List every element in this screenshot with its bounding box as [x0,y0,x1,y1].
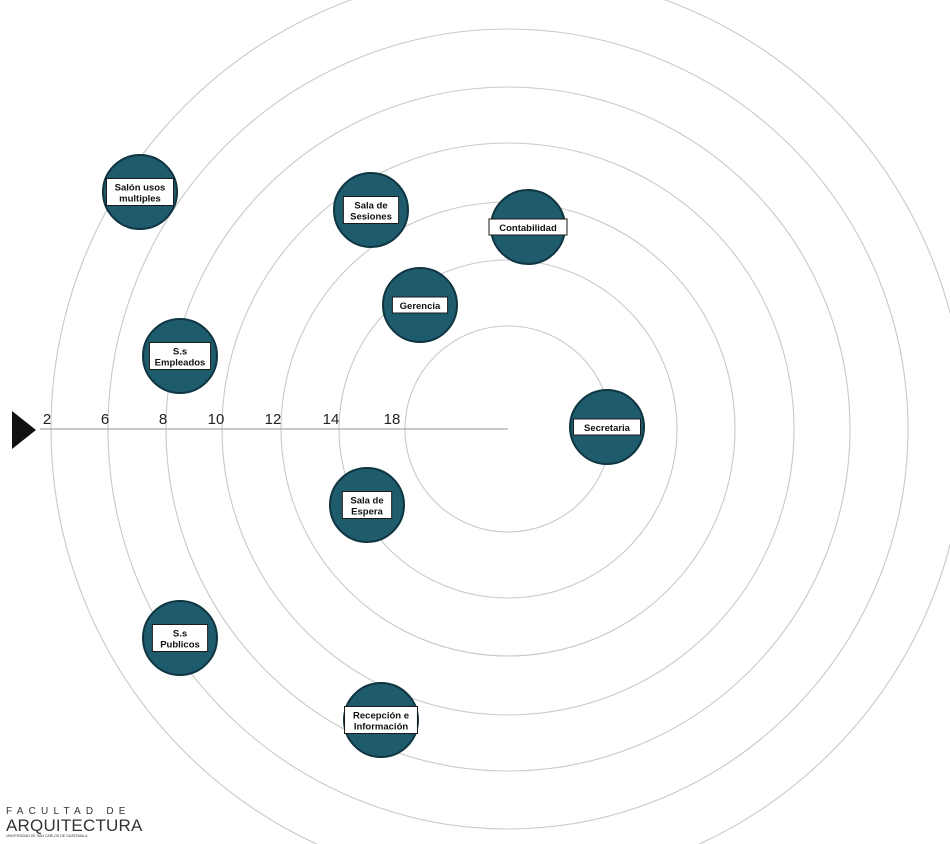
axis-tick-labels: 2 6 8 10 12 14 18 [43,411,401,428]
axis-tick-18: 18 [384,411,401,428]
axis-tick-10: 10 [208,411,225,428]
node-label-box [106,178,174,206]
node-label-box [344,706,418,734]
axis-tick-14: 14 [323,411,340,428]
node-secretaria: Secretaria [569,389,645,465]
node-label-line: Sala de [354,201,387,212]
node-label-line: Contabilidad [499,223,557,234]
node-label-box [391,296,449,314]
axis-arrow-icon [12,411,36,449]
node-label-line: Gerencia [400,301,441,312]
node-label-box [148,342,212,370]
axis-tick-2: 2 [43,411,51,428]
axis-tick-6: 6 [101,411,109,428]
node-label-line: multiples [119,194,161,205]
axis-tick-8: 8 [159,411,167,428]
node-label-line: Sala de [350,496,383,507]
node-label-box [151,624,209,652]
proximity-rings [50,0,950,844]
ring-2 [50,0,950,844]
node-label-box [341,491,393,519]
logo-top-text: FACULTAD DE [6,806,131,817]
node-label-line: Información [354,722,409,733]
node-label-box [342,196,400,224]
node-label-line: Sesiones [350,212,392,223]
node-label-line: S.s [173,347,187,358]
node-contabilidad: Contabilidad [488,189,568,265]
node-label-line: Empleados [155,358,206,369]
node-label-line: Secretaria [584,423,631,434]
node-label-line: Salón usos [115,183,166,194]
node-label-line: Recepción e [353,711,409,722]
logo-sub-text: UNIVERSIDAD DE SAN CARLOS DE GUATEMALA [6,834,88,838]
axis-tick-12: 12 [265,411,282,428]
node-label-line: S.s [173,629,187,640]
logo-main-text: ARQUITECTURA [6,816,143,835]
node-label-box [573,418,641,436]
node-gerencia: Gerencia [382,267,458,343]
faculty-logo: FACULTAD DE ARQUITECTURA UNIVERSIDAD DE … [6,806,186,839]
node-label-box [488,218,568,236]
node-label-line: Publicos [160,640,200,651]
node-label-line: Espera [351,507,383,518]
